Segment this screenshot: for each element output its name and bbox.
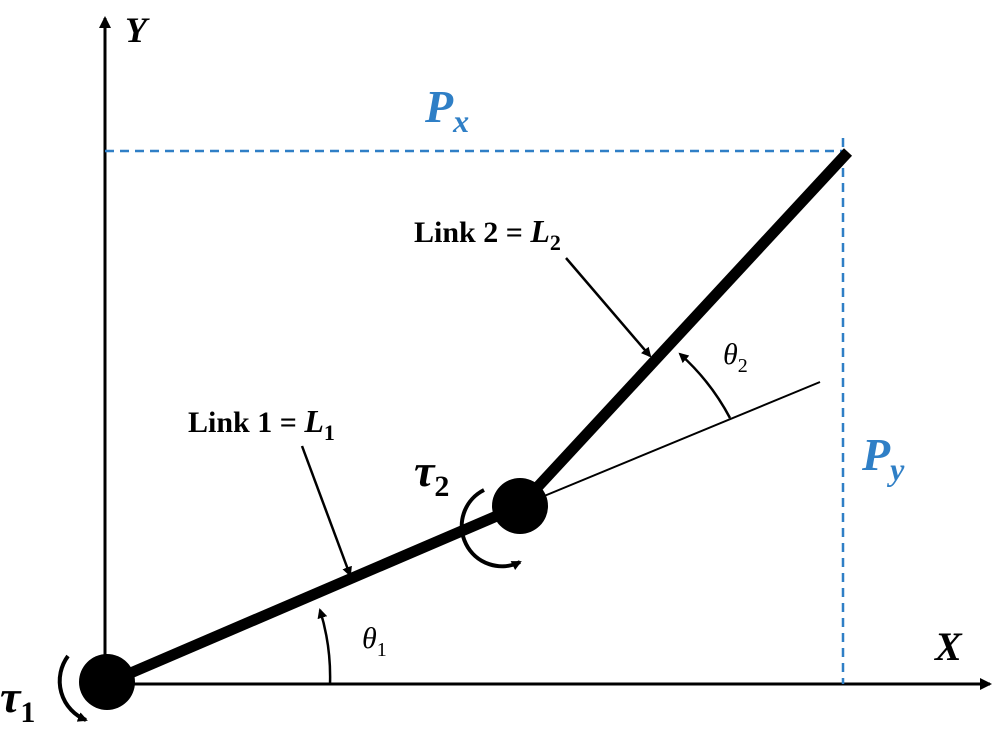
base-joint: [79, 654, 135, 710]
y-axis-label: Y: [125, 10, 150, 50]
link1-label: Link 1 = L1: [188, 403, 335, 445]
px-label: Px: [424, 81, 469, 139]
tau2-arrow: [459, 488, 522, 571]
link2-label: Link 2 = L2: [414, 213, 561, 255]
tau1-label: τ1: [0, 671, 35, 729]
theta2-arc: [678, 352, 732, 419]
theta1-label: θ1: [362, 622, 387, 661]
theta1-arc: [317, 608, 332, 685]
tau1-arrow: [57, 654, 88, 722]
tau2-label: τ2: [414, 445, 449, 503]
elbow-joint: [492, 478, 548, 534]
link1-extension-line: [519, 381, 821, 507]
link-2: [515, 148, 853, 510]
x-axis-label: X: [933, 624, 963, 669]
link1-pointer-arrow: [300, 445, 352, 577]
py-label: Py: [861, 429, 905, 487]
link2-pointer-arrow: [565, 257, 652, 358]
theta2-label: θ2: [723, 338, 748, 377]
link-1: [102, 500, 523, 690]
